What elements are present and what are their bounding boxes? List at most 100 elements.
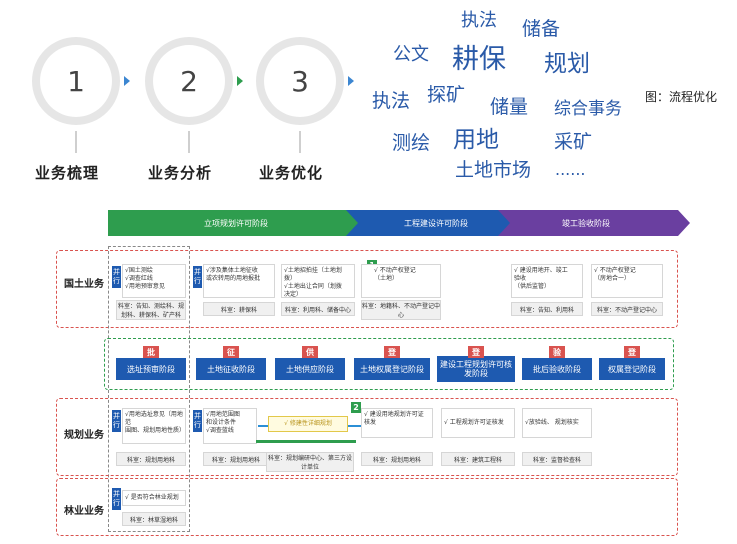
step-1-ring [33,38,119,124]
plan-note: 科室：规划用地科 [361,452,433,466]
process-diagram: 立项规划许可阶段 工程建设许可阶段 竣工验收阶段 国土业务 并行 √国土测绘 √… [56,210,690,536]
step-1-circle: 1 [40,45,112,117]
land-card: √土地招拍挂（土地划 拨） √土地出让合同（划拨 决定） [281,264,355,298]
stage-box: 土地权属登记阶段 [354,358,430,380]
card-line: √用地选址意见（用地范 [125,411,183,426]
stage-badge: 登 [384,346,400,358]
step-2-ring [146,38,232,124]
card-line: √放验线、 规划核实 [525,419,579,426]
card-line: √调查红线 [125,275,153,282]
step-3-number: 3 [291,64,309,98]
parallel-tag: 并行 [112,266,121,288]
stage-box: 土地征收阶段 [196,358,266,380]
plan-card: √放验线、 规划核实 [522,408,592,438]
land-card: √国土测绘 √调查红线 √用地预审意见 [122,264,186,298]
card-line: √ 不动产权登记 [594,267,636,274]
card-line: √国土测绘 [125,267,153,274]
card-line: √用地范围图 [206,411,240,418]
card-line: √ 是否符合林业规划 [125,494,179,501]
phase-arrow-2 [346,210,520,236]
cloud-word: ...... [555,160,586,179]
land-note: 料室：耕保科 [203,302,275,316]
cloud-word: 采矿 [554,131,593,153]
step-3-circle: 3 [264,45,336,117]
lane-label-planning: 规划业务 [64,430,104,441]
plan-note: 科室：监督检查科 [522,452,592,466]
plan-note: 科室：规划用地科 [203,452,269,466]
step-3-label: 业务优化 [259,164,324,182]
cloud-word: 公文 [393,44,429,65]
stage-badge: 征 [223,346,239,358]
card-line: √用地预审意见 [125,283,165,290]
cloud-word: 综合事务 [554,99,622,119]
cloud-word: 执法 [372,90,411,112]
cloud-word: 测绘 [392,132,431,154]
step-1-stem [75,131,77,153]
lane-label-forestry: 林业业务 [64,506,104,517]
step-1-number: 1 [67,64,85,98]
land-note: 料室：不动产登记中心 [591,302,663,316]
card-line: 围图、规划用地性质） [125,427,186,434]
card-line: √土地出让合同（划拨 [284,283,342,290]
parallel-tag: 并行 [193,266,202,288]
step-1-label: 业务梳理 [35,164,100,182]
lane-land [56,250,678,328]
plan-note: 科室：建筑工程科 [441,452,515,466]
card-line: （房地合一） [594,275,631,282]
forest-note: 科室：林草湿地科 [122,512,186,526]
cloud-word: 探矿 [427,84,466,106]
stage-badge: 登 [468,346,484,358]
card-line: 或农转用的用地报批 [206,275,261,282]
step-3-ring [257,38,343,124]
card-line: 和设计条件 [206,419,237,426]
cloud-word: 耕保 [452,44,506,75]
card-line: √土地招拍挂（土地划 [284,267,342,274]
cloud-word: 用地 [453,127,499,153]
stage-box: 选址预审阶段 [116,358,186,380]
step-3-stem [299,131,301,153]
step-3-arrow-icon [348,76,354,86]
stage-box: 权属登记阶段 [599,358,665,380]
cloud-word: 执法 [461,10,497,31]
card-line: 拨） [284,275,297,282]
stage-badge: 登 [624,346,640,358]
phase-arrow-3 [498,210,690,236]
lane-forestry [56,478,678,536]
phase-arrow-1 [108,210,368,236]
land-note: 料室：利用科、储备中心 [281,302,355,316]
card-line: （供后监管） [514,283,551,290]
step-2-arrow-icon [237,76,243,86]
land-note: 料室：告知、利用科 [511,302,583,316]
cloud-word: 储量 [490,96,529,118]
card-line: （土地） [374,275,399,282]
step-1-arrow-icon [124,76,130,86]
plan-note: 科室：规划用地科 [116,452,186,466]
card-line: √ 不动产权登记 [374,267,416,274]
card-line: 决定） [284,291,303,298]
figure-caption: 图：流程优化 [645,90,718,104]
plan-card: √ 建设用地规划许可证 核发 [361,408,433,438]
phase-label: 立项规划许可阶段 [204,218,268,228]
cloud-word: 规划 [544,51,590,77]
step-2-stem [188,131,190,153]
card-line: √ 修建性详细规划 [284,420,332,427]
step-2-circle: 2 [153,45,225,117]
phase-arrows [108,210,690,236]
stage-band [104,338,674,390]
land-note: 料室：地籍科、不动产登记中心 [361,300,441,320]
flow-line [256,440,356,443]
plan-card: √用地选址意见（用地范 围图、规划用地性质） [122,408,186,444]
lane-label-land: 国土业务 [64,279,104,290]
land-note: 料室：告知、测绘科、规划科、耕保科、矿产科 [116,300,186,320]
plan-card: √用地范围图 和设计条件 √调查蓝线 [203,408,257,444]
phase-label: 工程建设许可阶段 [404,218,468,228]
step-2-number: 2 [180,64,198,98]
cloud-word: 土地市场 [455,159,532,181]
stage-badge: 批 [143,346,159,358]
phase-label: 竣工验收阶段 [562,218,610,228]
card-line: 验收 [514,275,527,282]
card-line: √涉及集体土地征收 [206,267,258,274]
cloud-word: 储备 [522,18,561,40]
parallel-tag: 并行 [193,410,202,432]
stage-badge: 供 [302,346,318,358]
